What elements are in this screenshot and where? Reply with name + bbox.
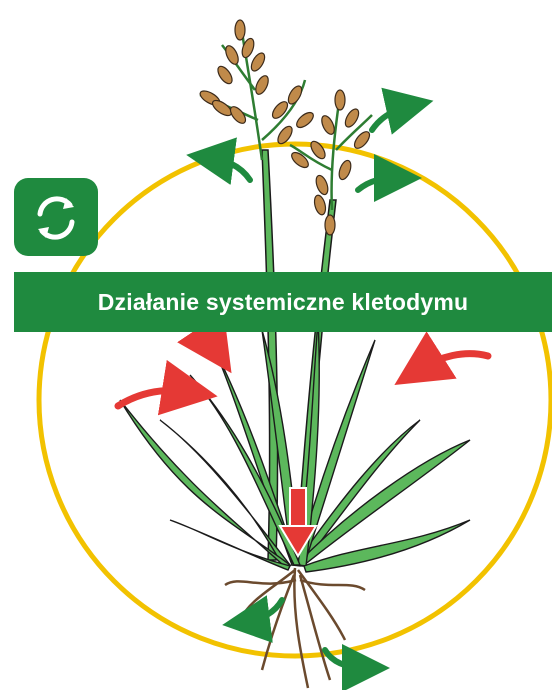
red-arrows: [118, 330, 488, 406]
refresh-cycle-icon: [14, 178, 98, 256]
roots: [225, 568, 365, 688]
banner-title: Działanie systemiczne kletodymu: [98, 289, 469, 316]
seed-heads: [198, 20, 372, 235]
title-banner: Działanie systemiczne kletodymu: [14, 272, 552, 332]
systemic-action-badge: [14, 178, 98, 256]
